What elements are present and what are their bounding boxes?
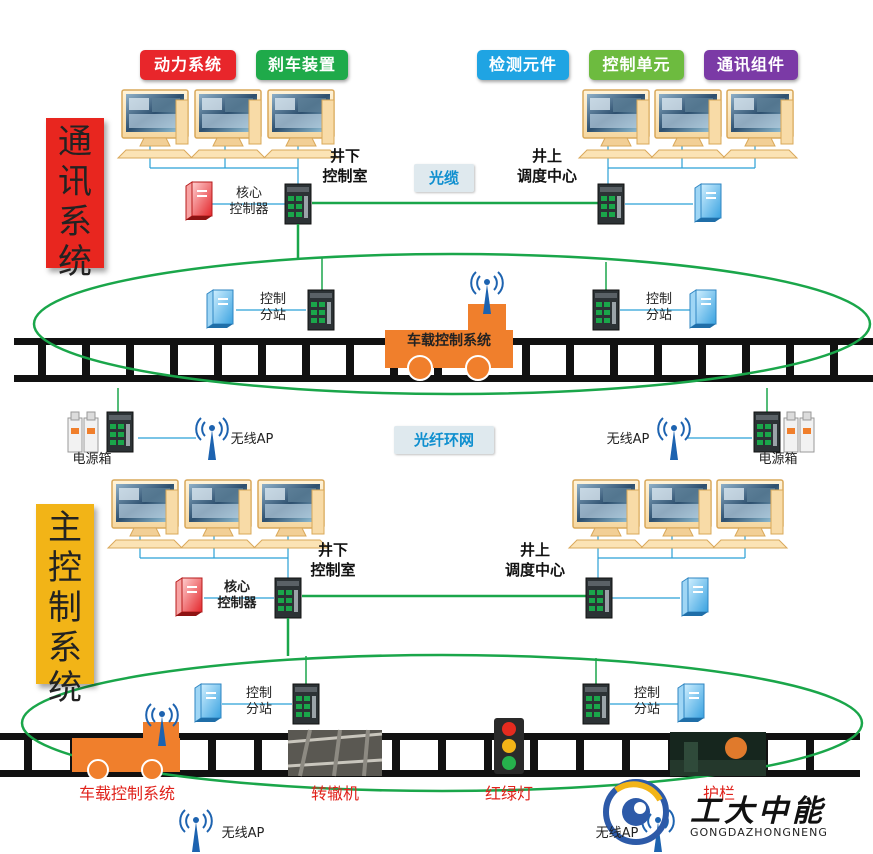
barrier-label: 护栏	[702, 784, 735, 803]
rail-sleeper	[254, 733, 262, 777]
top-underground-room-label: 井下 控制室	[322, 147, 368, 185]
top-right-power-box-label: 电源箱	[758, 452, 798, 467]
switch-icon	[292, 683, 320, 725]
rail-sleeper	[82, 338, 90, 382]
rail-sleeper	[522, 338, 530, 382]
switch-icon	[753, 411, 781, 453]
rail-sleeper	[622, 733, 630, 777]
top-fiber-ring	[32, 252, 872, 396]
monitor-icon	[107, 479, 183, 549]
server-icon	[677, 683, 705, 723]
bottom-vehicle-label: 车载控制系统	[78, 784, 175, 803]
top-right-substation-label: 控制 分站	[645, 292, 672, 323]
rail-sleeper	[258, 338, 266, 382]
traffic-light-label: 红绿灯	[484, 784, 533, 803]
tag-communication-component: 通讯组件	[704, 50, 798, 80]
bottom-rail-track	[0, 733, 860, 777]
monitor-icon	[650, 89, 726, 159]
top-surface-center-label: 井上 调度中心	[516, 147, 577, 185]
top-vehicle-label: 车载控制系统	[407, 333, 491, 349]
barrier-photo	[670, 732, 766, 776]
rail-sleeper	[38, 338, 46, 382]
bottom-underground-room-label: 井下 控制室	[310, 541, 356, 579]
bottom-left-wireless-ap-label: 无线AP	[221, 826, 265, 841]
monitor-icon	[190, 89, 266, 159]
rail-sleeper	[302, 338, 310, 382]
switch-icon	[284, 183, 312, 225]
monitor-icon	[253, 479, 329, 549]
tag-control-unit: 控制单元	[589, 50, 684, 80]
switch-icon	[274, 577, 302, 619]
switch-icon	[307, 289, 335, 331]
core-controller-server-icon	[185, 181, 213, 221]
tag-brake-device: 刹车装置	[256, 50, 348, 80]
logo-emblem	[603, 779, 669, 845]
switch-icon	[597, 183, 625, 225]
monitor-icon	[117, 89, 193, 159]
rail-sleeper	[24, 733, 32, 777]
switch-icon	[582, 683, 610, 725]
fiber-cable-label: 光缆	[414, 164, 474, 192]
server-icon	[206, 289, 234, 329]
monitor-icon	[712, 479, 788, 549]
wireless-ap-icon	[179, 809, 213, 853]
rail-sleeper	[438, 733, 446, 777]
traffic-light-icon	[494, 718, 524, 774]
switch-icon	[592, 289, 620, 331]
rail-sleeper	[170, 338, 178, 382]
bottom-right-substation-label: 控制 分站	[633, 686, 660, 717]
logo-name: 工大中能	[690, 794, 826, 829]
monitor-icon	[722, 89, 798, 159]
top-left-wireless-ap-label: 无线AP	[230, 432, 274, 447]
rail-sleeper	[126, 338, 134, 382]
bottom-banner: 主控制系统	[36, 504, 94, 708]
top-left-power-box-label: 电源箱	[72, 452, 112, 467]
rail-sleeper	[698, 338, 706, 382]
server-icon	[194, 683, 222, 723]
top-core-controller-label: 核心 控制器	[229, 186, 269, 217]
switch-machine-photo	[287, 729, 383, 777]
rail-sleeper	[392, 733, 400, 777]
bottom-fiber-ring	[20, 653, 864, 793]
core-controller-server-icon	[175, 577, 203, 617]
rail-sleeper	[742, 338, 750, 382]
top-right-wireless-ap-label: 无线AP	[606, 432, 650, 447]
rail-sleeper	[576, 733, 584, 777]
rail-sleeper	[786, 338, 794, 382]
monitor-icon	[568, 479, 644, 549]
fiber-ring-label: 光纤环网	[394, 426, 494, 454]
rail-sleeper	[208, 733, 216, 777]
logo-pinyin: GONGDAZHONGNENG	[690, 826, 828, 839]
server-icon	[681, 577, 709, 617]
bottom-core-controller-label: 核心 控制器	[217, 580, 257, 611]
rail-sleeper	[530, 733, 538, 777]
bottom-surface-center-label: 井上 调度中心	[504, 541, 565, 579]
tag-power-system: 动力系统	[140, 50, 236, 80]
rail-sleeper	[566, 338, 574, 382]
breaker-icon	[67, 411, 99, 453]
switch-icon	[585, 577, 613, 619]
rail-sleeper	[214, 338, 222, 382]
switch-icon	[106, 411, 134, 453]
top-banner: 通讯系统	[46, 118, 104, 282]
monitor-icon	[640, 479, 716, 549]
bottom-vehicle-icon	[72, 722, 180, 781]
server-icon	[694, 183, 722, 223]
switch-machine-label: 转辙机	[310, 784, 359, 803]
top-left-substation-label: 控制 分站	[259, 292, 286, 323]
rail-sleeper	[484, 733, 492, 777]
rail-sleeper	[610, 338, 618, 382]
rail-sleeper	[654, 338, 662, 382]
breaker-icon	[783, 411, 815, 453]
top-vehicle-icon	[385, 304, 513, 381]
tag-detection-element: 检测元件	[477, 50, 569, 80]
wireless-ap-icon	[657, 417, 691, 461]
rail-sleeper	[830, 338, 838, 382]
bottom-right-wireless-ap-label: 无线AP	[595, 826, 639, 841]
server-icon	[689, 289, 717, 329]
monitor-icon	[180, 479, 256, 549]
rail-sleeper	[346, 338, 354, 382]
bottom-left-substation-label: 控制 分站	[245, 686, 272, 717]
